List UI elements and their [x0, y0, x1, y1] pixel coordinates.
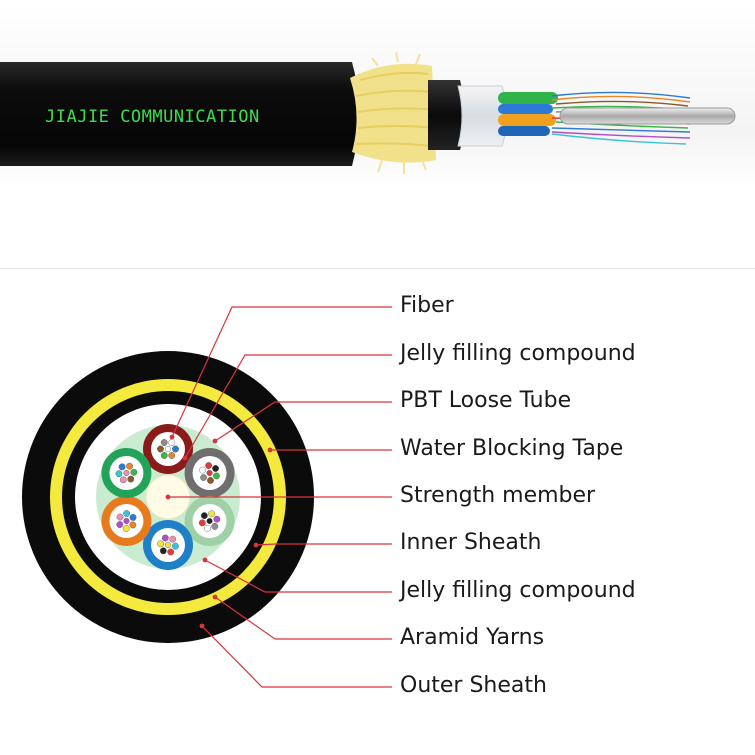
fiber-strand	[198, 519, 206, 527]
fiber-strand	[123, 510, 131, 517]
fiber-strand	[116, 513, 124, 521]
fiber-strand	[164, 542, 171, 549]
aramid-yarns	[350, 51, 436, 174]
leader-line	[214, 596, 392, 640]
fiber-strand	[129, 521, 137, 529]
leader-dot	[182, 455, 188, 461]
leader-line	[255, 543, 392, 546]
label-inner-sheath: Inner Sheath	[400, 530, 542, 555]
fiber-strand	[164, 446, 171, 453]
fiber-strand	[172, 445, 179, 453]
label-jelly-filling-compound-2: Jelly filling compound	[400, 578, 636, 603]
fiber-strand	[167, 548, 175, 556]
fiber-strand	[160, 439, 168, 446]
leader-line	[204, 559, 392, 593]
fiber-strand	[161, 534, 169, 542]
loose-tubes	[498, 92, 558, 136]
outer-sheath	[0, 62, 359, 166]
inner-sheath	[428, 80, 465, 150]
fiber-strand	[199, 466, 207, 474]
fiber-strand	[115, 470, 123, 478]
fiber-strand	[169, 535, 177, 543]
leader-dot	[267, 447, 273, 453]
leader-dot	[202, 557, 208, 563]
loose-tube	[184, 448, 235, 498]
leader-line	[184, 354, 392, 459]
leader-dot	[165, 494, 171, 500]
loose-tube	[184, 496, 235, 546]
fiber-strand	[212, 465, 219, 472]
brand-text: JIAJIE COMMUNICATION	[45, 107, 260, 127]
fiber-strand	[123, 518, 130, 525]
leader-dot	[169, 434, 175, 440]
label-jelly-filling-compound: Jelly filling compound	[400, 341, 636, 366]
loose-tube	[101, 448, 152, 498]
fiber-strand	[119, 476, 127, 484]
loose-tube	[143, 520, 193, 570]
fiber-strand	[122, 525, 130, 532]
fiber-strand	[129, 514, 137, 521]
fiber-strand	[200, 474, 207, 481]
central-strength-member	[559, 107, 736, 125]
fiber-strand	[206, 518, 213, 525]
cable-longitudinal-view: JIAJIE COMMUNICATION	[0, 51, 736, 174]
fiber-strand	[206, 470, 213, 477]
fiber-strand	[160, 452, 168, 459]
leader-line	[201, 625, 392, 688]
leader-dot	[199, 623, 205, 629]
fiber-strand	[208, 510, 216, 518]
loose-tube	[101, 496, 152, 546]
label-water-blocking-tape: Water Blocking Tape	[400, 436, 624, 461]
fiber-strand	[123, 470, 130, 477]
label-aramid-yarns: Aramid Yarns	[400, 625, 545, 650]
label-outer-sheath: Outer Sheath	[400, 673, 547, 698]
loose-tube	[143, 424, 193, 474]
fiber-strand	[159, 547, 167, 555]
fiber-strand	[213, 472, 220, 480]
label-strength-member: Strength member	[400, 483, 596, 508]
section-divider	[0, 268, 755, 269]
fiber-strand	[118, 463, 126, 471]
fiber-strand	[204, 524, 211, 532]
fiber-strand	[130, 468, 138, 476]
fiber-strand	[127, 475, 135, 483]
label-fiber: Fiber	[400, 293, 454, 318]
fiber-strand	[213, 515, 221, 523]
fiber-strand	[205, 462, 213, 469]
fiber-strand	[116, 521, 124, 528]
fiber-strand	[168, 439, 176, 446]
leader-dot	[212, 594, 218, 600]
fiber-strand	[157, 540, 164, 548]
leader-dot	[253, 542, 259, 548]
leader-line	[171, 306, 392, 438]
fiber-strand	[126, 462, 133, 470]
fiber-strand	[172, 542, 179, 550]
fiber-strand	[211, 522, 219, 530]
fiber-strand	[207, 477, 214, 484]
fiber-strand	[157, 445, 164, 453]
fiber-strand	[200, 512, 208, 520]
leader-dot	[212, 438, 218, 444]
fiber-strand	[168, 452, 176, 459]
leader-line	[214, 401, 392, 442]
label-pbt-loose-tube: PBT Loose Tube	[400, 388, 572, 413]
